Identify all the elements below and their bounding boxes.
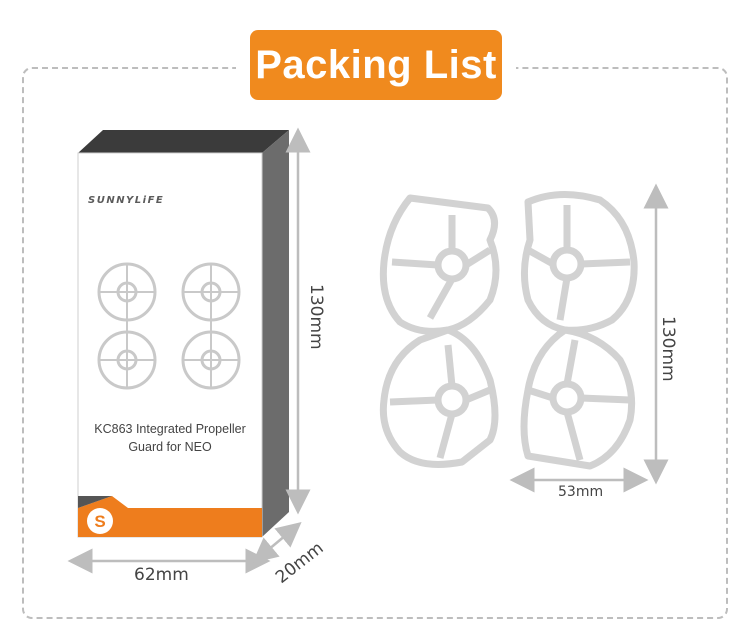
box-depth-arrow xyxy=(252,521,302,564)
page-title: Packing List xyxy=(250,30,502,100)
box-band-shadow xyxy=(78,496,112,508)
box-logo-letter: S xyxy=(94,512,105,531)
box-logo-circle xyxy=(87,508,113,534)
guard-height-label: 130mm xyxy=(658,316,678,382)
box-product-line2: Guard for NEO xyxy=(128,440,212,454)
box-front xyxy=(77,152,263,538)
box-brand: SUNNYLiFE xyxy=(88,195,165,206)
box-guard-left xyxy=(97,262,157,390)
box-side xyxy=(262,130,289,537)
box-product-line1: KC863 Integrated Propeller xyxy=(94,422,246,436)
product-box: S xyxy=(77,130,289,538)
box-width-label: 62mm xyxy=(134,565,189,585)
guard-width-label: 53mm xyxy=(558,484,604,500)
box-orange-band xyxy=(78,496,262,537)
box-product-name: KC863 Integrated Propeller Guard for NEO xyxy=(78,420,262,456)
box-height-label: 130mm xyxy=(306,284,326,350)
propeller-guard-right xyxy=(520,190,638,470)
propeller-guard-left xyxy=(379,194,500,468)
box-top xyxy=(78,130,289,153)
box-guard-right xyxy=(181,262,241,390)
